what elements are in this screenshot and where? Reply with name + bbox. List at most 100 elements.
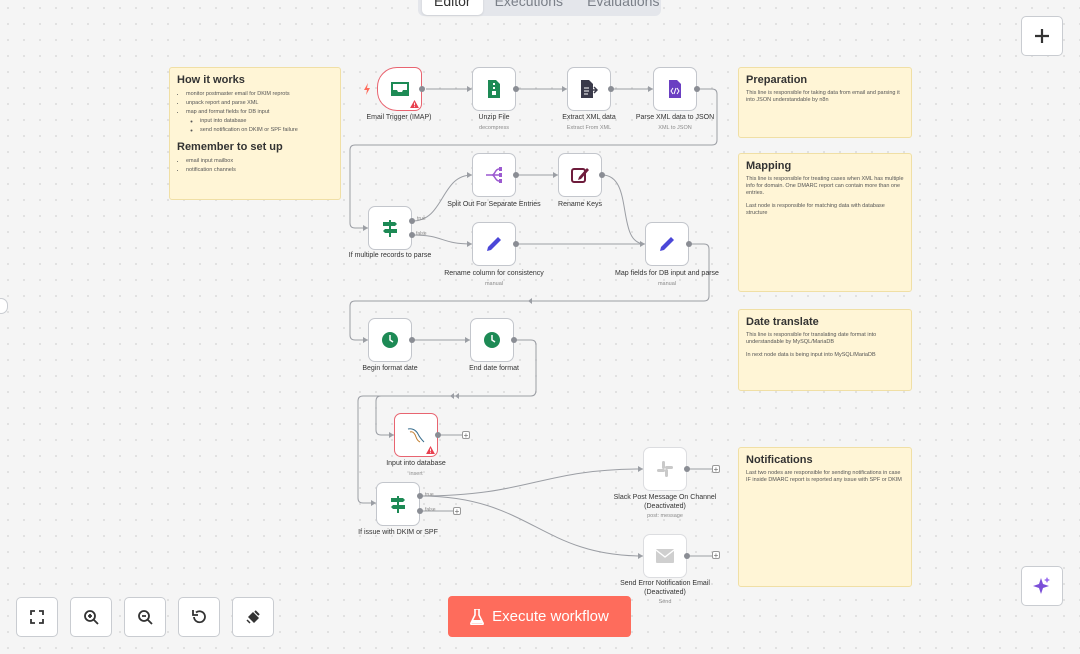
- node-title: If multiple records to parse: [348, 252, 432, 259]
- execute-workflow-button[interactable]: Execute workflow: [448, 596, 631, 637]
- connection: [411, 174, 473, 222]
- node-if-issue[interactable]: [376, 482, 420, 526]
- edit-box-icon: [571, 168, 589, 183]
- true-output-port[interactable]: [409, 218, 415, 224]
- node-subtitle: manual: [484, 280, 504, 287]
- zoom-out-button[interactable]: [124, 597, 166, 637]
- add-node-button[interactable]: +: [453, 507, 461, 516]
- output-port[interactable]: [513, 241, 519, 247]
- list-item: notification channels: [186, 166, 333, 175]
- sticky-notifications[interactable]: Notifications Last two nodes are respons…: [738, 447, 912, 587]
- node-title: Parse XML data to JSON: [635, 114, 715, 121]
- sticky-subtitle: Remember to set up: [177, 141, 283, 153]
- output-port[interactable]: [694, 86, 700, 92]
- node-begin-date[interactable]: [368, 318, 412, 362]
- output-port[interactable]: [608, 86, 614, 92]
- list-item: monitor postmaster email for DKIM reprot…: [186, 90, 333, 99]
- reset-zoom-icon: [192, 610, 206, 624]
- warning-icon: [410, 100, 419, 108]
- connection: [411, 234, 473, 245]
- reset-zoom-button[interactable]: [178, 597, 220, 637]
- zoom-in-button[interactable]: [70, 597, 112, 637]
- list-item: email input mailbox: [186, 157, 333, 166]
- node-title: Rename column for consistency: [444, 270, 544, 277]
- pencil-icon: [487, 237, 501, 251]
- connection: [357, 395, 531, 504]
- node-title: Email Trigger (IMAP): [366, 114, 432, 121]
- add-node-panel-button[interactable]: [1021, 16, 1063, 56]
- sticky-title: Mapping: [746, 160, 792, 172]
- output-port[interactable]: [684, 553, 690, 559]
- node-input-database[interactable]: [394, 413, 438, 457]
- output-port[interactable]: [409, 337, 415, 343]
- sticky-title: Preparation: [746, 74, 808, 86]
- node-send-email[interactable]: [643, 534, 687, 578]
- sticky-how-it-works[interactable]: How it works monitor postmaster email fo…: [169, 67, 341, 200]
- inbox-icon: [390, 82, 409, 96]
- sticky-preparation[interactable]: Preparation This line is responsible for…: [738, 67, 912, 138]
- node-parse-xml[interactable]: [653, 67, 697, 111]
- sticky-mapping[interactable]: Mapping This line is responsible for tre…: [738, 153, 912, 292]
- slack-icon: [657, 461, 673, 477]
- output-port[interactable]: [684, 466, 690, 472]
- clock-icon: [484, 332, 500, 348]
- false-output-port[interactable]: [417, 508, 423, 514]
- node-title: Map fields for DB input and parse: [615, 270, 719, 277]
- node-map-fields[interactable]: [645, 222, 689, 266]
- node-rename-column[interactable]: [472, 222, 516, 266]
- output-port[interactable]: [686, 241, 692, 247]
- list-item: send notification on DKIM or SPF failure: [200, 126, 333, 135]
- node-split-out[interactable]: [472, 153, 516, 197]
- sticky-text: In next node data is being input into My…: [746, 352, 876, 358]
- list-item: map and format fields for DB input: [186, 108, 333, 117]
- node-label: Email Trigger (IMAP): [339, 114, 459, 123]
- output-port[interactable]: [435, 432, 441, 438]
- sticky-title: Notifications: [746, 454, 813, 466]
- node-rename-keys[interactable]: [558, 153, 602, 197]
- output-port[interactable]: [511, 337, 517, 343]
- node-slack[interactable]: [643, 447, 687, 491]
- file-export-icon: [581, 80, 598, 98]
- false-output-port[interactable]: [409, 232, 415, 238]
- tab-editor[interactable]: Editor: [422, 0, 483, 15]
- output-port[interactable]: [513, 172, 519, 178]
- output-port[interactable]: [419, 86, 425, 92]
- add-node-button[interactable]: +: [712, 465, 720, 474]
- tidy-up-button[interactable]: [232, 597, 274, 637]
- node-subtitle: post: message: [647, 513, 683, 519]
- clock-icon: [382, 332, 398, 348]
- true-output-port[interactable]: [417, 493, 423, 499]
- connection: [419, 468, 644, 497]
- add-node-button[interactable]: +: [462, 431, 470, 440]
- node-email-trigger[interactable]: [377, 67, 422, 111]
- output-port[interactable]: [513, 86, 519, 92]
- list-item: unpack report and parse XML: [186, 99, 333, 108]
- output-port[interactable]: [599, 172, 605, 178]
- envelope-icon: [656, 549, 674, 563]
- fit-view-icon: [30, 610, 44, 624]
- node-title: Input into database: [386, 460, 446, 467]
- sticky-date-translate[interactable]: Date translate This line is responsible …: [738, 309, 912, 391]
- trigger-bolt-icon: [364, 83, 370, 95]
- signpost-icon: [391, 496, 405, 513]
- sticky-text: This line is responsible for translating…: [746, 332, 877, 345]
- node-title: End date format: [469, 365, 519, 372]
- node-label: Parse XML data to JSON XML to JSON: [615, 114, 735, 133]
- true-port-label: true: [425, 492, 434, 498]
- node-label: Split Out For Separate Entries: [434, 201, 554, 210]
- fit-view-button[interactable]: [16, 597, 58, 637]
- node-extract-xml[interactable]: [567, 67, 611, 111]
- node-if-multiple[interactable]: [368, 206, 412, 250]
- node-label: Begin format date: [330, 365, 450, 374]
- node-unzip-file[interactable]: [472, 67, 516, 111]
- tab-executions[interactable]: Executions: [494, 0, 564, 9]
- tab-evaluations[interactable]: Evaluations: [587, 0, 660, 9]
- node-end-date[interactable]: [470, 318, 514, 362]
- add-node-button[interactable]: +: [712, 551, 720, 560]
- node-subtitle: XML to JSON: [658, 124, 692, 131]
- ai-assistant-button[interactable]: [1021, 566, 1063, 606]
